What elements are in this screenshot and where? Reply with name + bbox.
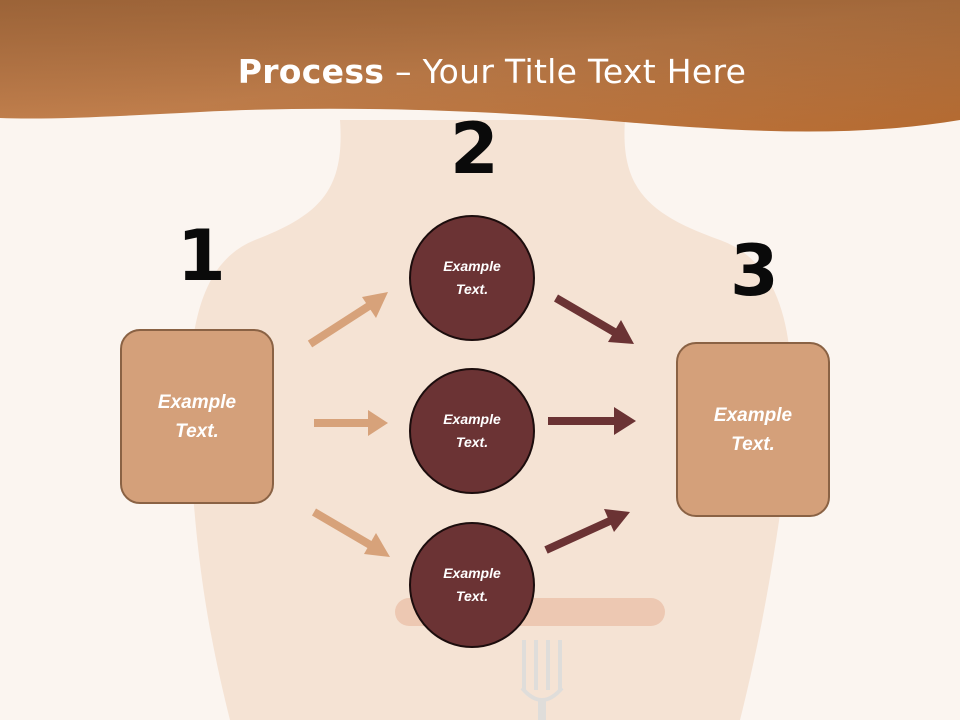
step-3-box: Example Text.	[676, 342, 830, 517]
circle-bottom-text: Example Text.	[443, 565, 501, 604]
arrow-bottom-to-3	[544, 509, 630, 554]
circle-top-text: Example Text.	[443, 258, 501, 297]
step-1-box: Example Text.	[120, 329, 274, 504]
arrow-top-to-3	[553, 294, 634, 344]
title-rest: – Your Title Text Here	[384, 52, 747, 91]
circle-middle-text: Example Text.	[443, 411, 501, 450]
step-2-circle-bottom: Example Text.	[409, 522, 535, 648]
slide-title: Process – Your Title Text Here	[0, 52, 960, 91]
step-number-1: 1	[177, 215, 226, 297]
step-1-box-text: Example Text.	[157, 391, 237, 442]
header-band	[0, 0, 960, 132]
title-bold: Process	[237, 52, 385, 91]
step-2-circle-middle: Example Text.	[409, 368, 535, 494]
arrow-1-to-bottom	[311, 508, 390, 557]
arrow-middle-to-3	[548, 407, 636, 435]
step-number-2: 2	[450, 108, 499, 190]
arrow-1-to-middle	[314, 410, 388, 436]
step-number-3: 3	[730, 230, 779, 312]
arrow-1-to-top	[307, 292, 388, 348]
step-3-box-text: Example Text.	[713, 404, 793, 455]
step-2-circle-top: Example Text.	[409, 215, 535, 341]
